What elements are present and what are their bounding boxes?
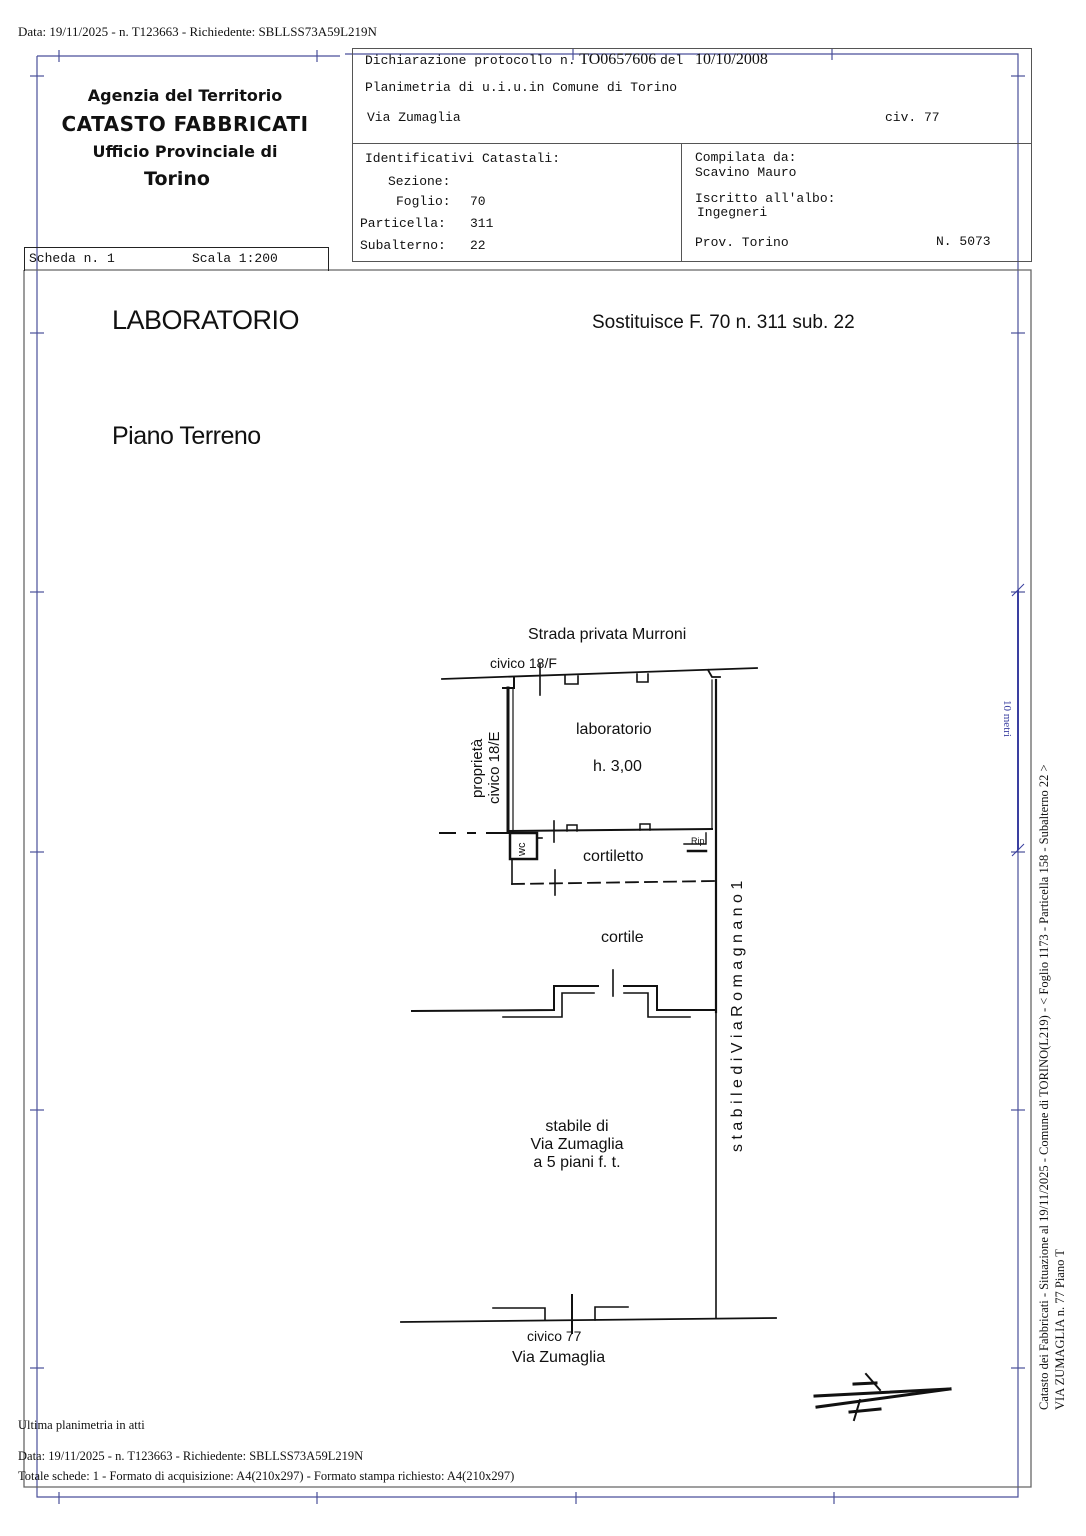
stabile-label: stabile di Via Zumaglia a 5 piani f. t.: [530, 1118, 624, 1171]
compilata-label: Compilata da:: [695, 150, 797, 165]
ufficio-city: Torino: [144, 168, 210, 190]
declaration-date: 10/10/2008: [694, 51, 768, 68]
scheda-box: Scheda n. 1 Scala 1:200: [24, 247, 329, 271]
albo-label: Iscritto all'albo:: [695, 191, 836, 206]
subalterno-label: Subalterno:: [360, 238, 446, 253]
catasto-title: CATASTO FABBRICATI: [61, 112, 309, 136]
foglio-value: 70: [470, 194, 486, 209]
ultima-planimetria: Ultima planimetria in atti: [18, 1418, 145, 1432]
via-line: Via Zumaglia: [367, 110, 461, 125]
registration-number: N. 5073: [936, 234, 991, 249]
side-text-line1: Catasto dei Fabbricati - Situazione al 1…: [1037, 764, 1051, 1410]
top-stamp: Data: 19/11/2025 - n. T123663 - Richiede…: [18, 24, 377, 39]
agency-block: Agenzia del Territorio CATASTO FABBRICAT…: [60, 84, 310, 194]
wc-label: wc: [516, 842, 528, 856]
identificativi-title: Identificativi Catastali:: [365, 151, 561, 166]
planimetria-line: Planimetria di u.i.u.in Comune di Torino: [365, 80, 678, 95]
side-text-line2: VIA ZUMAGLIA n. 77 Piano T: [1053, 1249, 1067, 1410]
ufficio-label: Ufficio Provinciale di: [92, 142, 278, 161]
protocol-number: TO0657606: [579, 51, 657, 68]
via-romagnano-label: s t a b i l e d i V i a R o m a g n a n …: [729, 880, 746, 1152]
prov-label: Prov. Torino: [695, 235, 789, 250]
floor-label: Piano Terreno: [112, 422, 261, 450]
civico-77-label: civico 77: [527, 1328, 582, 1344]
room-height: h. 3,00: [593, 758, 642, 775]
compilata-box: Compilata da: Scavino Mauro Iscritto all…: [681, 143, 1032, 262]
subalterno-value: 22: [470, 238, 486, 253]
rip-label: Rip.: [691, 836, 708, 846]
particella-value: 311: [470, 216, 494, 231]
footer-totale: Totale schede: 1 - Formato di acquisizio…: [18, 1469, 515, 1483]
room-label-laboratorio: laboratorio: [576, 721, 652, 738]
civ-line: civ. 77: [885, 110, 940, 125]
agency-name: Agenzia del Territorio: [87, 86, 283, 105]
albo-value: Ingegneri: [697, 205, 768, 220]
sostituisce-note: Sostituisce F. 70 n. 311 sub. 22: [592, 312, 855, 333]
civico-18f-label: civico 18/F: [490, 655, 557, 671]
foglio-label: Foglio:: [396, 194, 451, 209]
proprieta-label: proprietà: [469, 738, 486, 798]
footer-data: Data: 19/11/2025 - n. T123663 - Richiede…: [18, 1449, 364, 1463]
street-label-murroni: Strada privata Murroni: [528, 626, 687, 643]
declaration-line: Dichiarazione protocollo n. TO0657606 de…: [365, 51, 768, 68]
scala-value: Scala 1:200: [192, 251, 278, 266]
drawing-title: LABORATORIO: [112, 305, 300, 335]
compilata-name: Scavino Mauro: [695, 165, 797, 180]
civico-18e-label: civico 18/E: [486, 731, 503, 804]
scale-bar: [1011, 583, 1025, 857]
room-label-cortiletto: cortiletto: [583, 848, 644, 865]
north-arrow-icon: [813, 1372, 952, 1422]
particella-label: Particella:: [360, 216, 446, 231]
scheda-number: Scheda n. 1: [29, 251, 115, 266]
street-label-zumaglia: Via Zumaglia: [512, 1349, 606, 1366]
scale-bar-label: 10 metri: [1001, 700, 1013, 737]
identificativi-box: Identificativi Catastali: Sezione: Fogli…: [352, 143, 682, 262]
area-label-cortile: cortile: [601, 929, 644, 946]
sezione-label: Sezione:: [388, 174, 451, 189]
